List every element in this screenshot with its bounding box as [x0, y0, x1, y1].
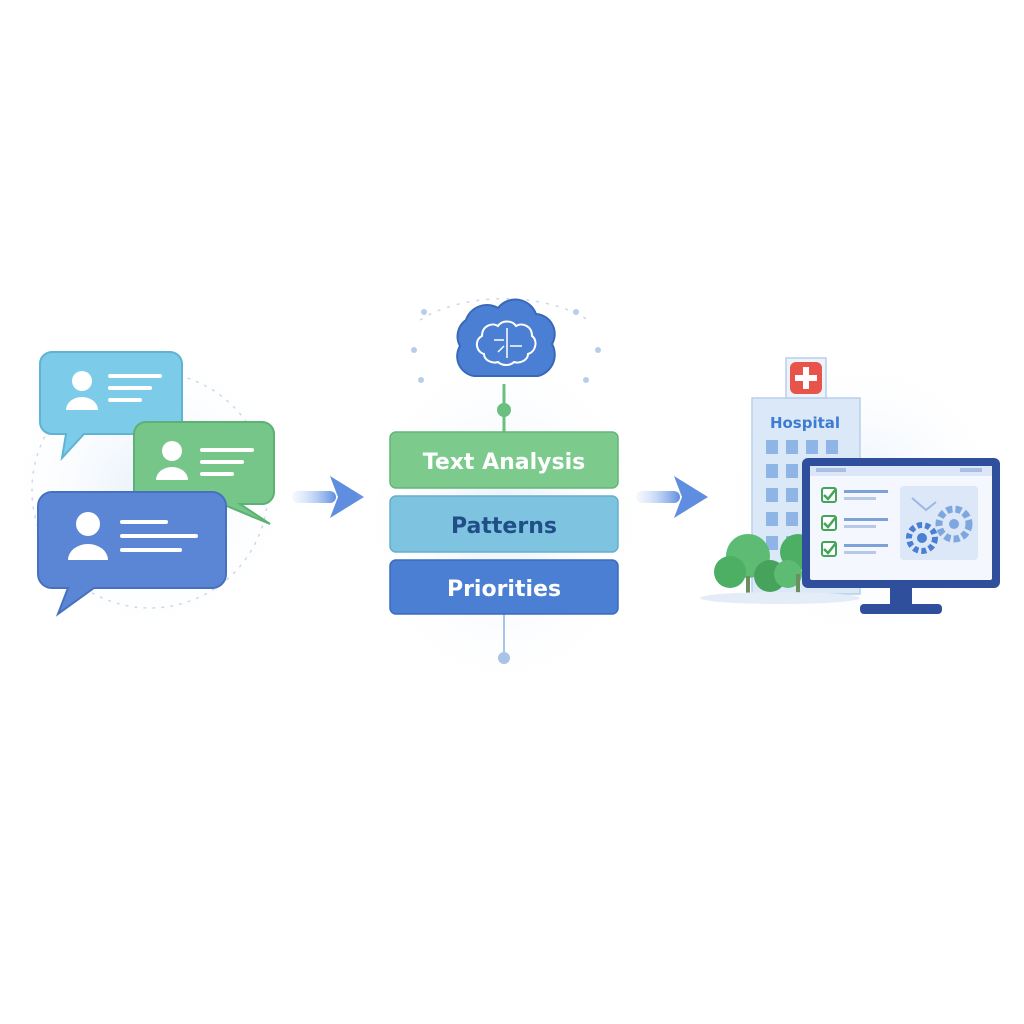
person-icon	[68, 512, 108, 560]
trend-line	[911, 497, 937, 512]
ground-shadow	[700, 592, 860, 604]
step-label: Text Analysis	[423, 450, 586, 475]
medical-cross-icon	[790, 362, 822, 394]
text-line	[120, 548, 182, 552]
text-line	[108, 386, 152, 390]
connector-node	[498, 652, 510, 664]
gear-panel	[900, 486, 978, 560]
text-line	[200, 460, 244, 464]
text-line	[120, 534, 198, 538]
checkbox-icon	[821, 487, 837, 503]
step-label: Priorities	[447, 577, 561, 602]
checkbox-icon	[821, 541, 837, 557]
gear-icon	[906, 522, 938, 554]
step-text-analysis: Text Analysis	[389, 431, 619, 489]
checklist	[821, 487, 888, 557]
checkbox-icon	[821, 515, 837, 531]
hospital-stage: Hospital	[700, 350, 1012, 650]
text-line	[200, 448, 254, 452]
step-label: Patterns	[451, 514, 557, 539]
gear-icon	[935, 505, 973, 543]
brain-icon	[456, 298, 556, 377]
text-line	[120, 520, 168, 524]
analysis-orbit	[419, 297, 589, 321]
screen-header-detail	[816, 468, 846, 472]
text-line	[108, 398, 142, 402]
hospital-sign: Hospital	[770, 414, 840, 432]
message-bubble-blue	[37, 491, 227, 617]
person-icon	[156, 441, 188, 480]
feedback-stage	[0, 340, 300, 640]
arrow-right-icon	[292, 476, 364, 518]
step-priorities: Priorities	[389, 559, 619, 615]
person-icon	[66, 371, 98, 410]
screen-header-bar	[810, 466, 992, 476]
arrow-right-icon	[636, 476, 708, 518]
text-line	[200, 472, 234, 476]
dashboard-monitor	[802, 458, 1000, 614]
tree-icon	[714, 534, 786, 596]
monitor-stand	[860, 604, 942, 614]
connector-node	[497, 403, 511, 417]
analysis-stage: Text Analysis Patterns Priorities	[354, 297, 654, 700]
screen-header-detail	[960, 468, 982, 472]
monitor-neck	[890, 588, 912, 606]
step-patterns: Patterns	[389, 495, 619, 553]
text-line	[108, 374, 162, 378]
